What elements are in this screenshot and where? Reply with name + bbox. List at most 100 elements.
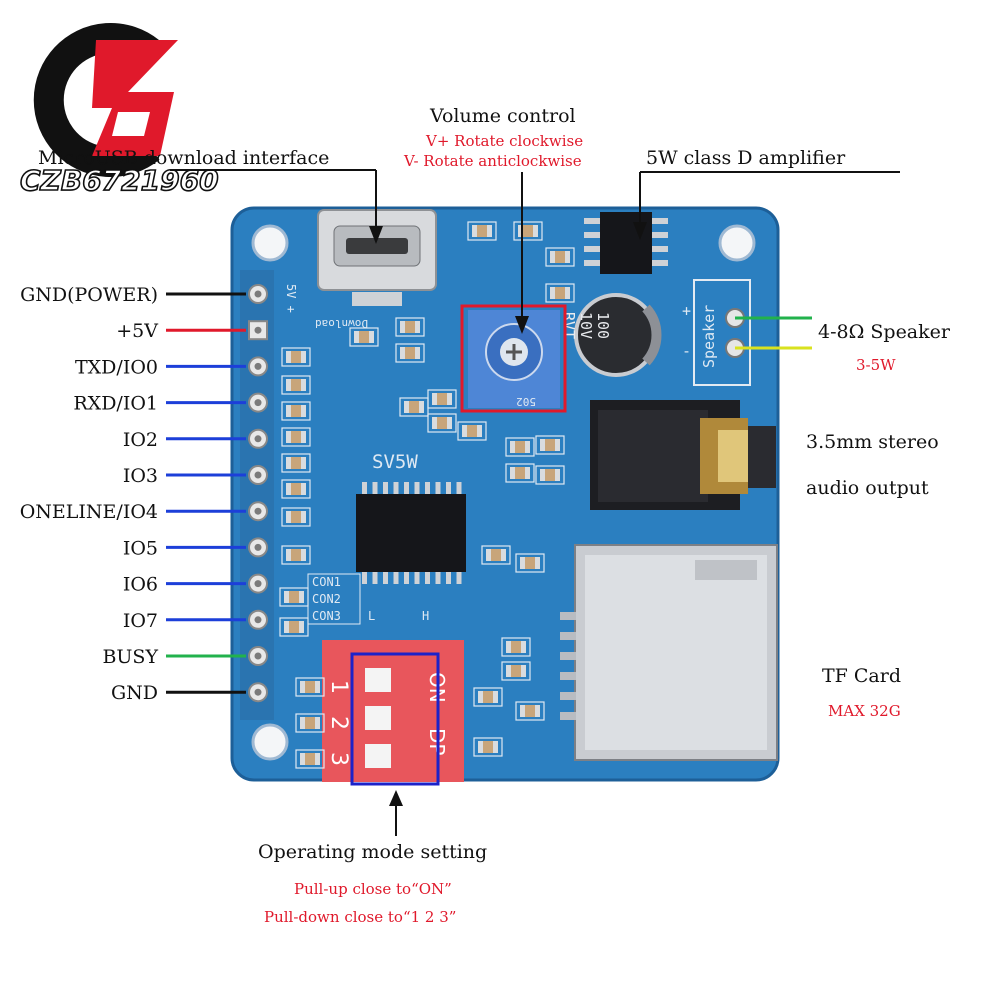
smd-part [467,221,497,241]
mode-title: Operating mode setting [258,841,487,863]
microusb-connector [317,209,437,306]
dip-number: 3 [326,752,351,766]
pin-callout: IO5 [123,537,246,559]
capacitor-marking: 10V [577,312,595,339]
pin-label: GND(POWER) [20,284,158,306]
smd-part [535,435,565,455]
smd-part [295,713,325,733]
tfcard-callout: TF Card MAX 32G [822,665,901,720]
con-label: CON1 [312,575,341,589]
pcb-board: 5V + Download 10010VRVT [230,206,780,786]
smd-part [457,421,487,441]
main-chip [356,482,466,584]
smd-part [295,749,325,769]
audio-jack [590,400,776,510]
pin-callout: TXD/IO0 [75,356,246,378]
amplifier-title: 5W class D amplifier [646,147,846,169]
mode-callout: Operating mode setting Pull-up close to“… [258,790,487,926]
pin-callout: ONELINE/IO4 [20,501,246,523]
smd-part [281,375,311,395]
header-pin [248,320,268,341]
potentiometer: 502 [468,310,560,408]
capacitor-marking: 100 [594,312,612,339]
smd-part [399,397,429,417]
header-pin [248,392,268,413]
audio-line2: audio output [806,477,929,499]
pin-label: ONELINE/IO4 [20,501,158,523]
watermark: CZB6721960 [19,23,219,198]
pin-callout: IO6 [123,574,246,596]
smd-part [281,427,311,447]
volume-line1: V+ Rotate clockwise [425,132,583,150]
header-pin [248,356,268,377]
speaker-minus: - [682,342,691,360]
smd-part [281,507,311,527]
pin-callout: IO2 [123,429,246,451]
pin-label: RXD/IO1 [73,393,158,415]
smd-part [427,413,457,433]
smd-part [395,317,425,337]
tfcard-sub: MAX 32G [828,702,901,720]
tf-card-slot [560,544,778,761]
amplifier-callout: 5W class D amplifier [633,147,900,240]
volume-title: Volume control [429,105,576,127]
speaker-sub: 3-5W [856,356,896,374]
smd-part [395,343,425,363]
header-pin [248,465,268,485]
smd-part [281,479,311,499]
speaker-terminal: Speaker + - [682,279,751,386]
volume-highlight-box [460,304,567,413]
smd-part [349,327,379,347]
pin-callout: IO7 [123,610,246,632]
speaker-plus: + [682,302,691,320]
header-pin [248,501,268,522]
smd-components [279,221,575,769]
smd-part [545,283,575,303]
header-pin [248,428,268,449]
pin-callout: GND [111,682,246,704]
con-extra: H [422,609,429,623]
mode-line2: Pull-down close to“1 2 3” [264,908,456,926]
header-pin [248,537,268,558]
chip-label: SV5W [372,451,418,473]
dip-number: 1 [326,680,351,694]
pin-callout: BUSY [102,646,246,668]
smd-part [473,687,503,707]
microusb-title: MicroUSB download interface [38,147,329,169]
mode-line1: Pull-up close to“ON” [294,880,452,898]
dip-number: 2 [326,716,351,730]
pin-label: IO5 [123,537,158,559]
smd-part [501,661,531,681]
header-pin [248,609,268,630]
pin-callouts: GND(POWER) +5V TXD/IO0RXD/IO1IO2IO3ONELINE… [20,284,246,704]
smd-part [535,465,565,485]
czb-logo-icon [33,23,178,177]
pin-label: BUSY [102,646,158,668]
audio-callout: 3.5mm stereo audio output [806,431,939,499]
con-label: CON2 [312,592,341,606]
smd-part [281,401,311,421]
speaker-callout: 4-8Ω Speaker 3-5W [735,316,951,374]
smd-part [515,701,545,721]
header-pin [248,646,268,666]
smd-part [427,389,457,409]
audio-line1: 3.5mm stereo [806,431,939,453]
pin-label: +5V [116,320,158,342]
smd-part [481,545,511,565]
microusb-callout: MicroUSB download interface [38,147,383,244]
pin-label: IO7 [123,610,158,632]
usb-silk: Download [315,317,368,330]
con-extra: L [368,609,375,623]
smd-part [473,737,503,757]
pin-callout: +5V [116,320,246,342]
header-silk: 5V + [284,284,298,313]
pin-label: IO2 [123,429,158,451]
speaker-title: 4-8Ω Speaker [818,321,951,343]
volume-line2: V- Rotate anticlockwise [403,152,582,170]
pin-label: IO3 [123,465,158,487]
speaker-silk: Speaker [700,305,718,368]
header-pin [248,573,268,594]
smd-part [279,617,309,637]
smd-part [515,553,545,573]
